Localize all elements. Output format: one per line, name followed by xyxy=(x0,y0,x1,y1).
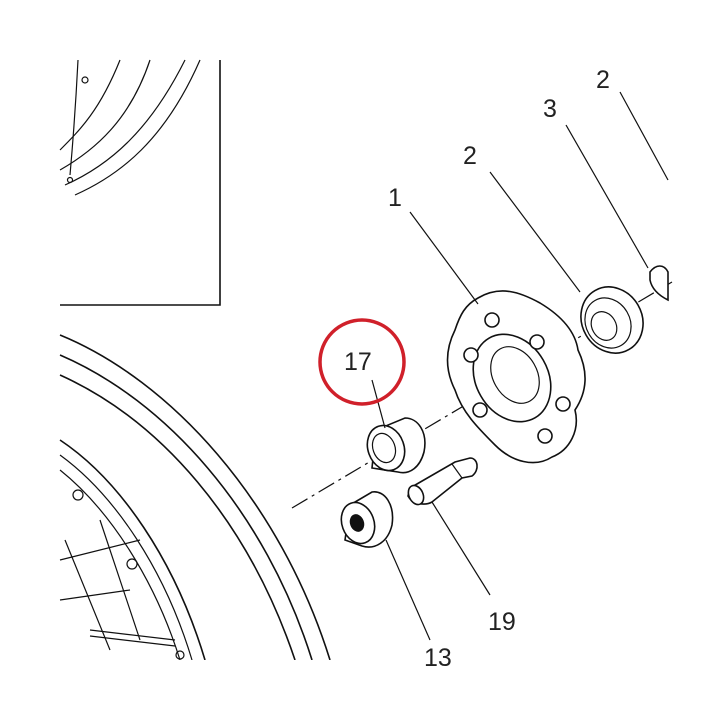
bearing-2 xyxy=(580,286,644,354)
callout-19: 19 xyxy=(488,608,516,636)
pin-19 xyxy=(407,457,478,506)
callout-2-back: 2 xyxy=(596,66,610,94)
wheel-rim xyxy=(59,334,331,661)
leader-lines xyxy=(371,91,669,641)
callout-3: 3 xyxy=(543,95,557,123)
inset-detail xyxy=(59,59,221,306)
spacer-3 xyxy=(649,265,669,302)
bushing-17 xyxy=(366,417,426,474)
callout-2-front: 2 xyxy=(463,142,477,170)
damper-13 xyxy=(340,491,394,548)
flange-carrier xyxy=(446,290,586,464)
callout-13: 13 xyxy=(424,644,452,672)
highlight-circle xyxy=(318,318,406,406)
callout-1: 1 xyxy=(388,184,402,212)
callout-17: 17 xyxy=(344,348,372,376)
